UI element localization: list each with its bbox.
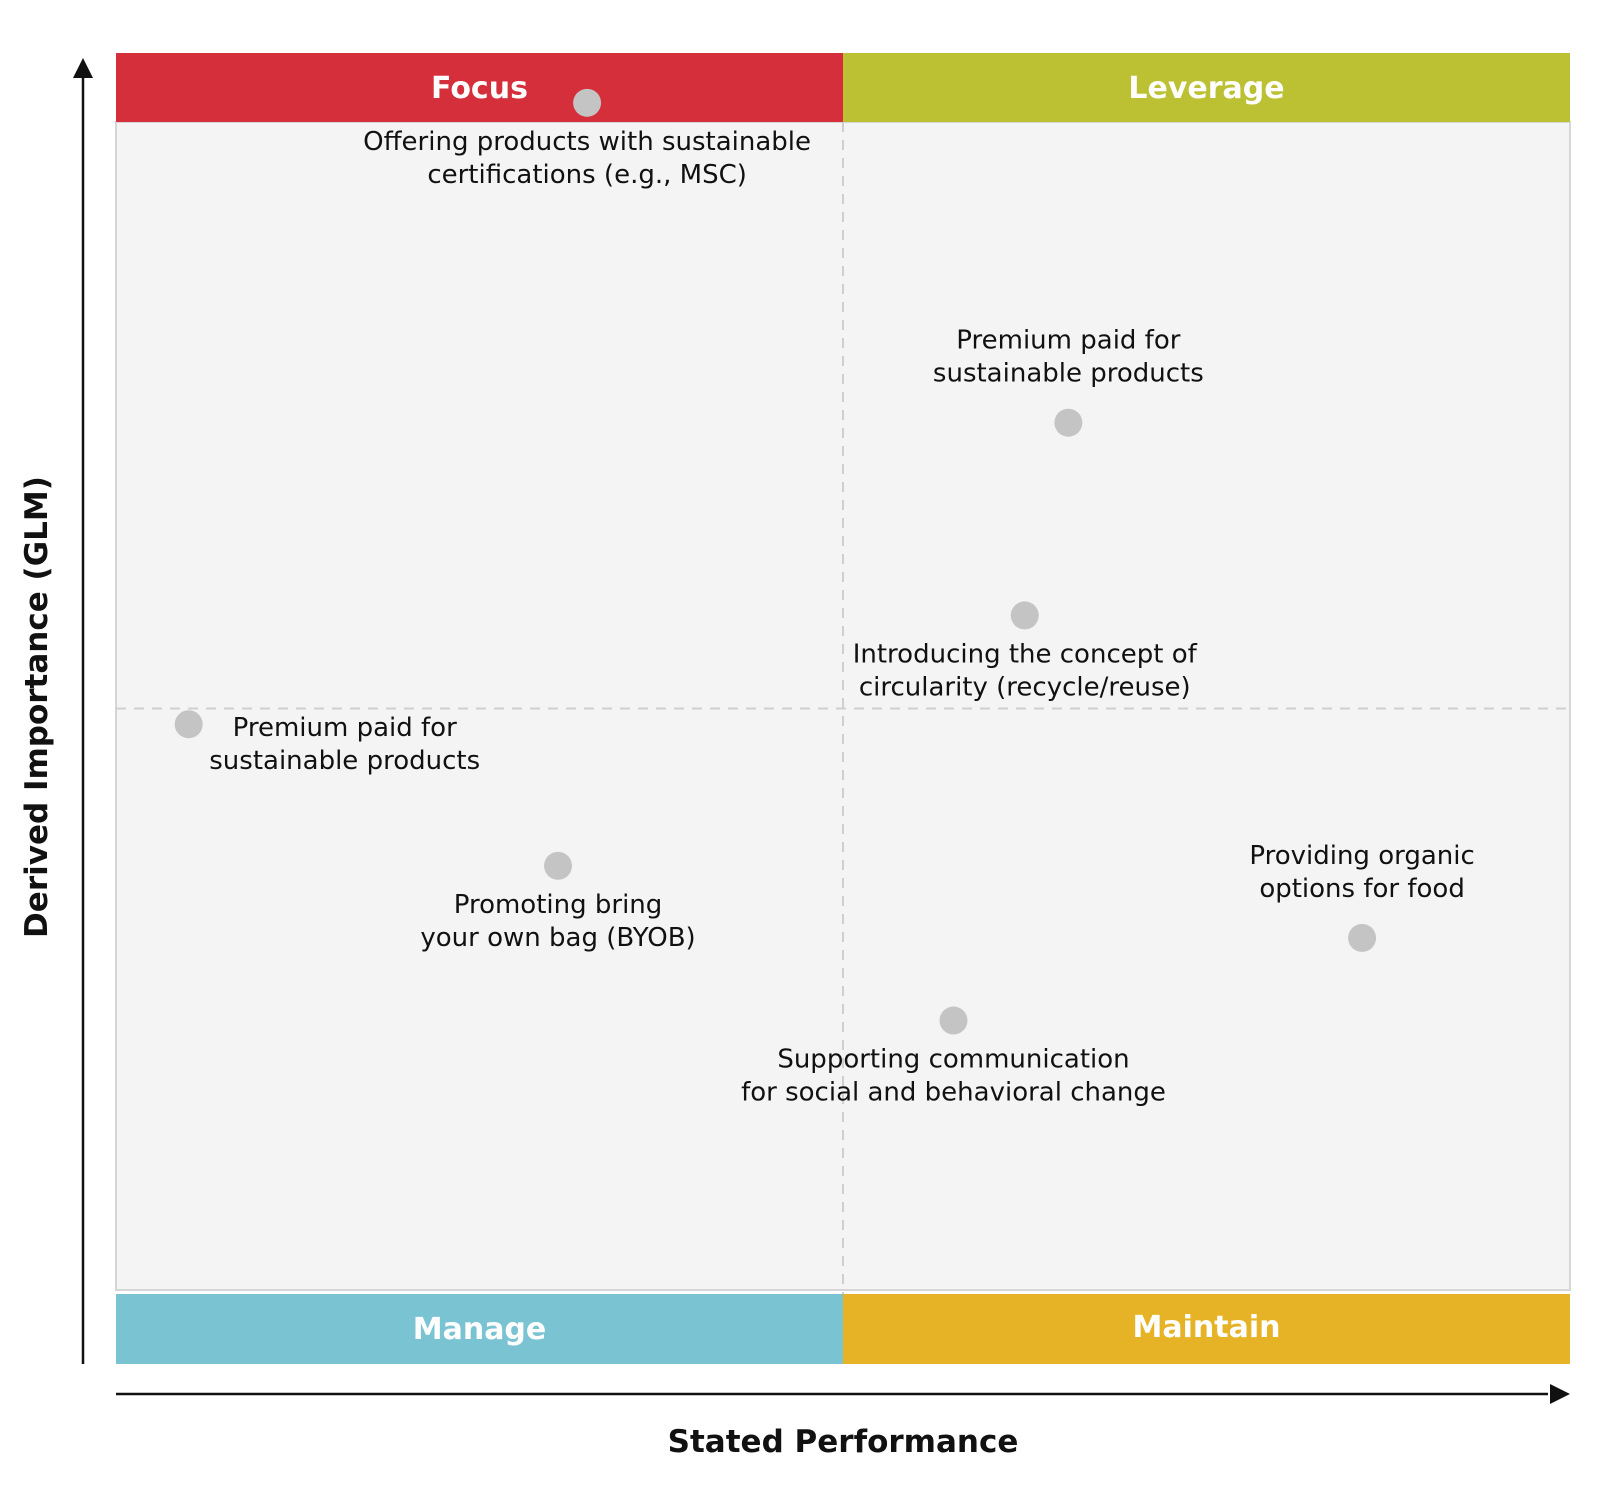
manage-band	[116, 1294, 843, 1364]
data-point-label-line: Supporting communication	[777, 1045, 1129, 1075]
data-point-label-line: options for food	[1259, 874, 1465, 904]
maintain-label: Maintain	[1133, 1310, 1281, 1345]
data-point-label-line: your own bag (BYOB)	[420, 923, 695, 953]
data-point-label-line: Promoting bring	[454, 890, 663, 920]
data-point-label-line: Premium paid for	[233, 713, 457, 743]
data-point	[174, 710, 203, 739]
data-point-label-line: certifications (e.g., MSC)	[427, 160, 747, 190]
data-point-label-line: sustainable products	[209, 746, 480, 776]
leverage-band	[843, 53, 1570, 122]
data-point	[1010, 601, 1039, 630]
y-axis-arrow-icon	[73, 58, 93, 78]
y-axis-title: Derived Importance (GLM)	[19, 476, 55, 938]
data-point-label-line: Providing organic	[1249, 841, 1474, 871]
data-point	[544, 851, 573, 880]
x-axis-arrow-icon	[1550, 1384, 1570, 1404]
data-point	[1054, 408, 1083, 437]
maintain-band	[843, 1294, 1570, 1364]
data-point-label-line: for social and behavioral change	[741, 1078, 1166, 1108]
data-point	[939, 1006, 968, 1035]
x-axis-title: Stated Performance	[668, 1424, 1019, 1460]
manage-label: Manage	[413, 1312, 547, 1347]
data-point-label-line: Introducing the concept of	[853, 639, 1198, 669]
data-point	[573, 88, 602, 117]
data-point-label-line: circularity (recycle/reuse)	[859, 672, 1191, 702]
data-point	[1348, 923, 1377, 952]
data-point-label-line: Offering products with sustainable	[363, 127, 811, 157]
data-point-label-line: Premium paid for	[956, 326, 1180, 356]
focus-label: Focus	[431, 71, 528, 106]
data-point-label-line: sustainable products	[933, 359, 1204, 389]
focus-band	[116, 53, 843, 122]
leverage-label: Leverage	[1128, 71, 1284, 106]
